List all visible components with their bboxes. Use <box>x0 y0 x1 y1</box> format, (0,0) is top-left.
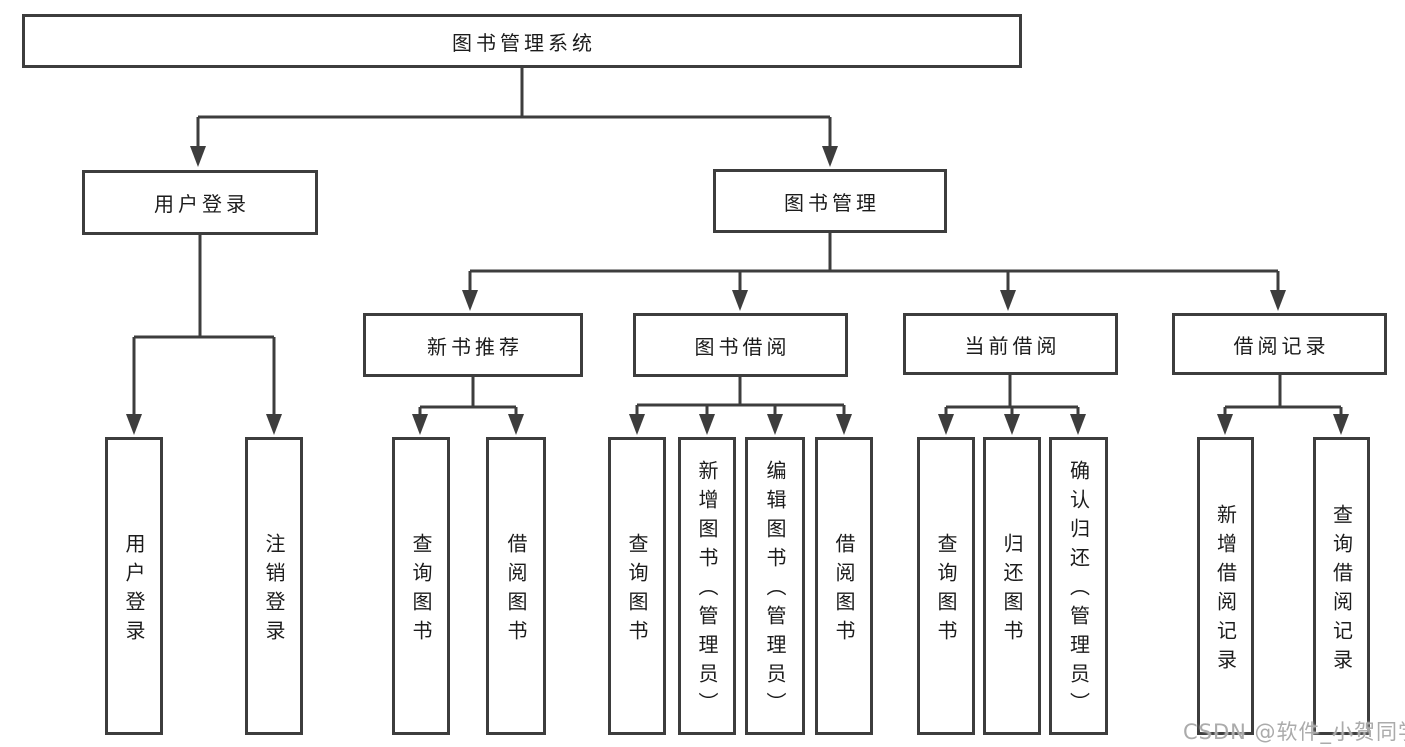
leaf-borrow-books-borrowing: 借阅图书 <box>815 437 873 735</box>
leaf-borrow-books-recommend: 借阅图书 <box>486 437 546 735</box>
node-user-login: 用户登录 <box>82 170 318 235</box>
leaf-return-books: 归还图书 <box>983 437 1041 735</box>
leaf-logout: 注销登录 <box>245 437 303 735</box>
leaf-query-books-recommend: 查询图书 <box>392 437 450 735</box>
leaf-confirm-return-admin: 确认归还（管理员） <box>1049 437 1108 735</box>
leaf-user-login: 用户登录 <box>105 437 163 735</box>
leaf-add-book-admin: 新增图书（管理员） <box>678 437 736 735</box>
csdn-watermark: CSDN @软件_小贺同学 <box>1183 720 1405 744</box>
node-current-borrowing: 当前借阅 <box>903 313 1118 375</box>
leaf-edit-book-admin: 编辑图书（管理员） <box>745 437 805 735</box>
leaf-query-books-current: 查询图书 <box>917 437 975 735</box>
node-book-management: 图书管理 <box>713 169 947 233</box>
leaf-add-borrow-record: 新增借阅记录 <box>1197 437 1254 735</box>
leaf-query-borrow-record: 查询借阅记录 <box>1313 437 1370 735</box>
node-new-book-recommendation: 新书推荐 <box>363 313 583 377</box>
arrowheads <box>126 146 1349 435</box>
node-library-system: 图书管理系统 <box>22 14 1022 68</box>
node-book-borrowing: 图书借阅 <box>633 313 848 377</box>
leaf-query-books-borrowing: 查询图书 <box>608 437 666 735</box>
node-borrowing-records: 借阅记录 <box>1172 313 1387 375</box>
